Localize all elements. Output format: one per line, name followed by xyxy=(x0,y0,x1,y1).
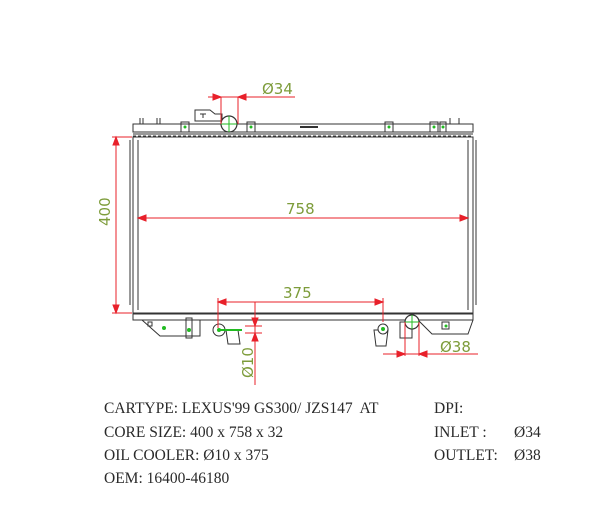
oil-cooler-fittings xyxy=(162,323,448,337)
dimension-lines xyxy=(112,93,478,385)
spec-cartype: CARTYPE: LEXUS'99 GS300/ JZS147 AT xyxy=(104,400,379,417)
spec-outlet-label: OUTLET: xyxy=(434,447,498,464)
spec-inlet-label: INLET : xyxy=(434,424,487,441)
top-tank xyxy=(132,109,474,137)
core xyxy=(129,136,477,314)
inlet-pipe xyxy=(183,115,445,133)
spec-inlet-value: Ø34 xyxy=(514,424,541,441)
spec-dpi-label: DPI: xyxy=(434,400,464,417)
spec-core-size: CORE SIZE: 400 x 758 x 32 xyxy=(104,424,284,441)
spec-oil-cooler: OIL COOLER: Ø10 x 375 xyxy=(104,447,269,464)
dimension-inlet: Ø34 xyxy=(262,80,293,98)
spec-outlet-value: Ø38 xyxy=(514,447,541,464)
spec-oem: OEM: 16400-46180 xyxy=(104,470,230,487)
bottom-tank xyxy=(132,313,474,347)
dimension-width: 758 xyxy=(286,200,315,218)
outlet-pipe xyxy=(404,314,420,330)
dimension-outlet: Ø38 xyxy=(440,338,471,356)
dimension-oil-cooler-dia: Ø10 xyxy=(239,347,257,378)
dimension-oil-cooler-spacing: 375 xyxy=(283,284,312,302)
radiator-drawing: 758 400 Ø34 375 Ø10 Ø38 xyxy=(96,80,478,385)
dimension-height: 400 xyxy=(96,197,114,226)
